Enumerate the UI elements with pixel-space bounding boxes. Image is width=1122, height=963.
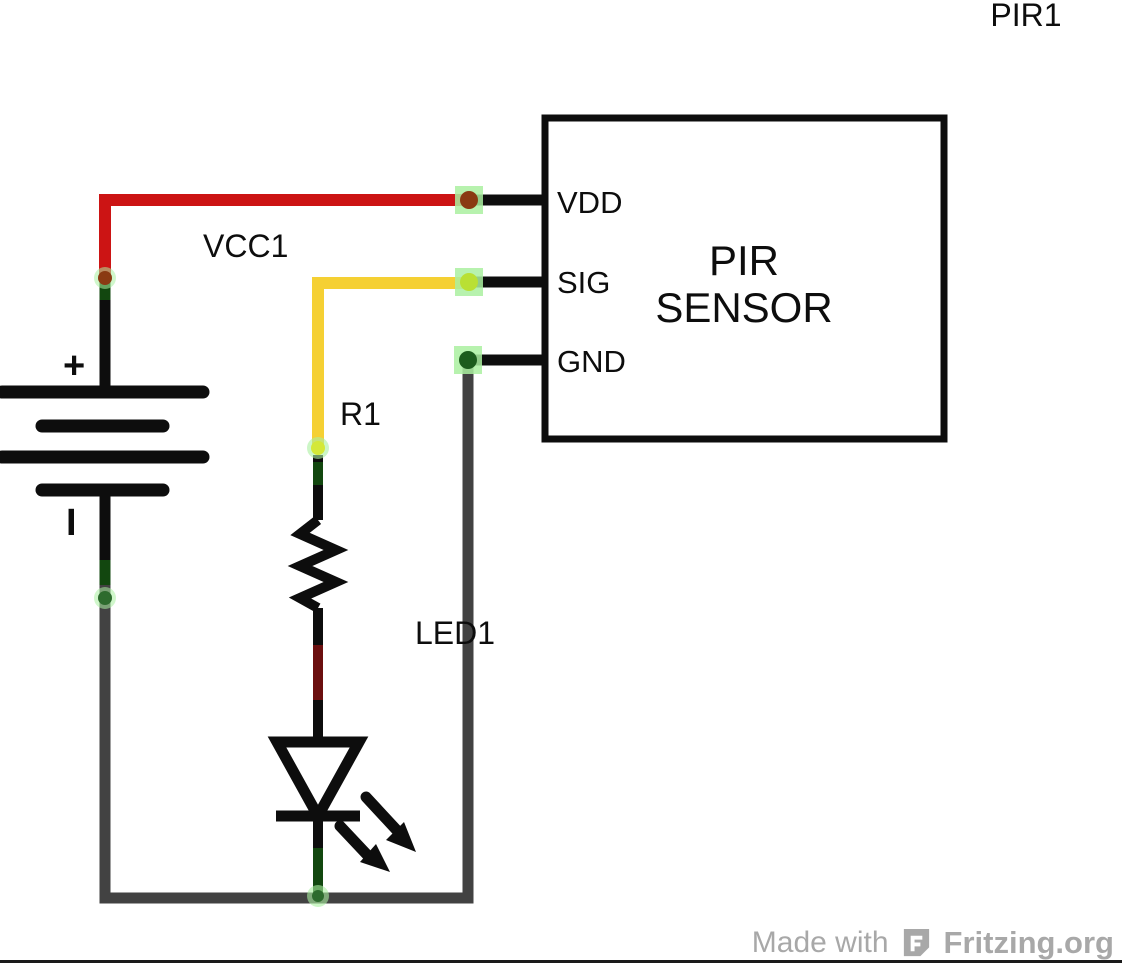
pin-label-sig: SIG bbox=[557, 265, 610, 300]
footer-brand-text: Fritzing.org bbox=[943, 925, 1114, 960]
led-symbol bbox=[267, 736, 416, 872]
footer-divider bbox=[0, 960, 1122, 963]
connector-dot-vdd bbox=[460, 191, 478, 209]
resistor-symbol bbox=[287, 516, 349, 613]
connector-dot-gnd bbox=[459, 351, 477, 369]
led-emission-arrows bbox=[334, 791, 416, 872]
signal-wire-yellow bbox=[312, 277, 467, 447]
power-wire-red bbox=[99, 194, 467, 278]
battery-minus-marker: I bbox=[66, 502, 77, 544]
label-resistor: R1 bbox=[340, 396, 381, 432]
label-battery: VCC1 bbox=[203, 228, 288, 264]
battery-plus-marker: + bbox=[63, 345, 85, 387]
pin-label-vdd: VDD bbox=[557, 185, 622, 220]
junction-dot-resistor-top bbox=[311, 441, 325, 455]
connector-pad-sig[interactable] bbox=[455, 268, 483, 296]
footer-made-with-text: Made with bbox=[751, 926, 889, 959]
label-led: LED1 bbox=[415, 615, 495, 651]
fritzing-logo bbox=[903, 928, 929, 956]
fritzing-footer: Made with Fritzing.org bbox=[752, 925, 1114, 961]
ground-wire-net bbox=[99, 360, 474, 904]
pin-label-gnd: GND bbox=[557, 344, 626, 379]
led-triangle bbox=[267, 736, 369, 828]
label-pir-sensor: PIR1 bbox=[990, 0, 1061, 33]
connector-dot-sig bbox=[460, 273, 478, 291]
ground-wire bbox=[99, 360, 474, 904]
battery-symbol bbox=[0, 385, 210, 497]
led-arrow-1-head bbox=[386, 822, 416, 852]
pir-sensor-name-line2: SENSOR bbox=[655, 284, 832, 331]
led-arrow-2-head bbox=[360, 844, 390, 872]
connector-pad-gnd[interactable] bbox=[454, 346, 482, 374]
led-arrow-2-shaft bbox=[334, 820, 378, 866]
junction-dot-battery-positive bbox=[98, 271, 112, 285]
pir-sensor-name-line1: PIR bbox=[709, 237, 779, 284]
junction-dot-led-ground bbox=[312, 890, 324, 902]
junction-dot-battery-negative bbox=[98, 591, 112, 605]
connector-pad-vdd[interactable] bbox=[455, 186, 483, 214]
